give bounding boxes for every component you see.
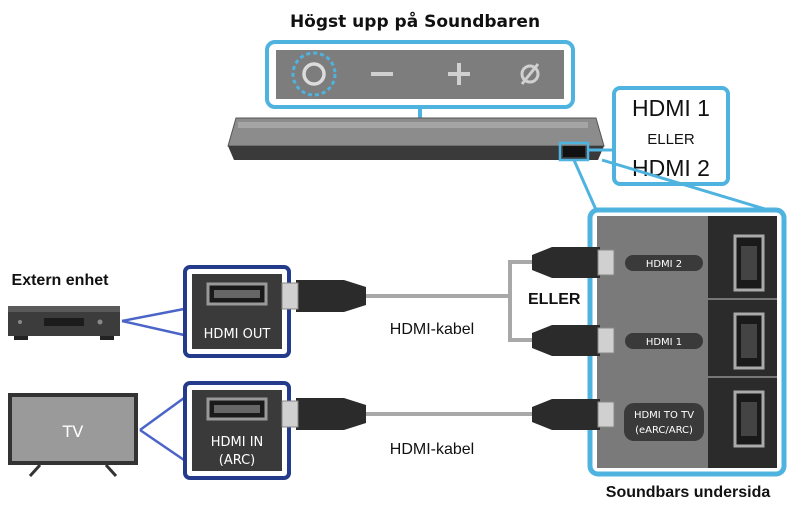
hdmi-out-port-box: HDMI OUT bbox=[183, 265, 291, 358]
top-title: Högst upp på Soundbaren bbox=[290, 10, 540, 32]
callout-or: ELLER bbox=[647, 131, 695, 148]
mic-off-icon bbox=[520, 63, 540, 85]
port-label-hdmi1: HDMI 1 bbox=[646, 337, 682, 348]
cable-label-bottom: HDMI-kabel bbox=[390, 441, 474, 458]
plug-soundbar-hdmi2 bbox=[532, 247, 615, 278]
soundbar-underside-panel: HDMI 2 HDMI 1 HDMI TO TV (eARC/ARC) bbox=[587, 207, 787, 477]
power-button-icon bbox=[291, 51, 337, 97]
plug-soundbar-tv bbox=[532, 399, 615, 430]
volume-down-icon bbox=[371, 72, 393, 76]
port-label-tv-line2: (eARC/ARC) bbox=[635, 425, 693, 436]
tv-screen-text: TV bbox=[62, 422, 84, 441]
port-label-hdmi2: HDMI 2 bbox=[646, 259, 682, 270]
hdmi-in-arc-port-box: HDMI IN (ARC) bbox=[183, 381, 291, 480]
hdmi-in-label-line2: (ARC) bbox=[219, 453, 256, 468]
plug-tv bbox=[281, 398, 366, 430]
upper-hdmi-cable bbox=[365, 260, 532, 342]
port-label-tv-line1: HDMI TO TV bbox=[634, 410, 694, 421]
callout-hdmi2: HDMI 2 bbox=[632, 155, 710, 181]
hdmi-in-label-line1: HDMI IN bbox=[211, 435, 264, 450]
zoom-line-right bbox=[601, 158, 776, 214]
volume-up-icon bbox=[448, 63, 470, 85]
soundbar bbox=[227, 117, 605, 162]
cable-or-label: ELLER bbox=[528, 291, 581, 308]
hdmi1-socket-icon bbox=[733, 312, 765, 370]
soundbar-top-panel bbox=[265, 40, 575, 120]
hdmi2-socket-icon bbox=[733, 234, 765, 292]
soundbar-port-marker bbox=[563, 146, 585, 157]
plug-soundbar-hdmi1 bbox=[532, 325, 615, 356]
hdmi-callout: HDMI 1 ELLER HDMI 2 bbox=[612, 86, 730, 186]
hdmi-tv-socket-icon bbox=[733, 390, 765, 448]
external-device-icon bbox=[8, 306, 120, 340]
external-device-label: Extern enhet bbox=[12, 272, 110, 289]
callout-hdmi1: HDMI 1 bbox=[632, 95, 710, 121]
plug-external-device bbox=[281, 280, 366, 312]
bottom-caption: Soundbars undersida bbox=[606, 484, 771, 501]
tv-icon: TV bbox=[8, 393, 138, 478]
zoom-line-left bbox=[572, 159, 599, 213]
hdmi-out-label: HDMI OUT bbox=[204, 327, 271, 342]
cable-label-top: HDMI-kabel bbox=[390, 321, 474, 338]
